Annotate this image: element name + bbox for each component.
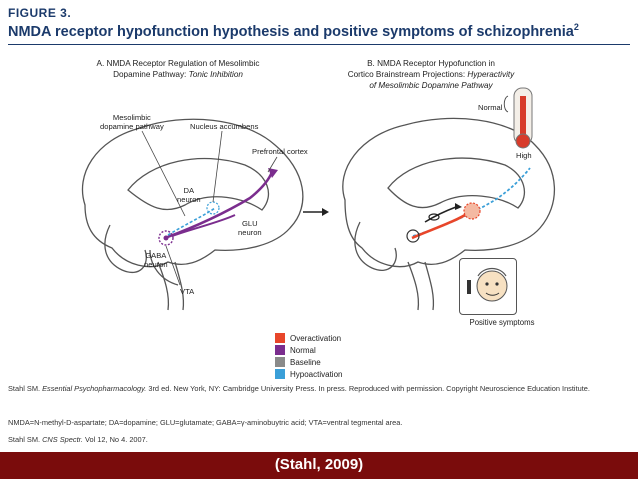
hypoactive-cortical-path	[412, 167, 531, 237]
leader-lines-a	[141, 130, 278, 286]
label-prefrontal-cortex: Prefrontal cortex	[252, 147, 308, 156]
thermometer-icon	[503, 87, 533, 149]
citation-text: (Stahl, 2009)	[274, 456, 364, 473]
footnote-abbreviations: NMDA=N-methyl-D-aspartate; DA=dopamine; …	[8, 418, 403, 427]
panel-a-title: A. NMDA Receptor Regulation of Mesolimbi…	[96, 59, 260, 79]
pathway-b	[406, 167, 531, 243]
footnote-reference: Stahl SM. Essential Psychopharmacology. …	[8, 384, 590, 393]
legend-swatch	[275, 333, 285, 343]
citation-bar: (Stahl, 2009)	[0, 452, 638, 479]
glu-projection	[171, 214, 236, 237]
legend-swatch	[275, 345, 285, 355]
figure-title: NMDA receptor hypofunction hypothesis an…	[8, 22, 579, 40]
vta-node	[158, 230, 174, 246]
title-divider	[8, 44, 630, 45]
footnote-source: Stahl SM. CNS Spectr. Vol 12, No 4. 2007…	[8, 435, 148, 444]
legend: Overactivation Normal Baseline Hypoactiv…	[275, 332, 342, 380]
da-projection	[167, 207, 216, 236]
face-icon	[467, 267, 508, 302]
legend-item-hypoactivation: Hypoactivation	[275, 368, 342, 380]
accumbens-overactive-node	[463, 202, 481, 220]
vta-b-node	[406, 229, 420, 243]
label-vta: VTA	[180, 287, 195, 296]
legend-item-normal: Normal	[275, 344, 342, 356]
panel-b-title: B. NMDA Receptor Hypofunction in Cortico…	[347, 59, 515, 90]
brain-a-outline	[81, 118, 304, 311]
legend-swatch	[275, 369, 285, 379]
legend-item-baseline: Baseline	[275, 356, 342, 368]
pathway-a	[158, 168, 278, 246]
legend-item-overactivation: Overactivation	[275, 332, 342, 344]
transition-arrow	[303, 208, 329, 216]
positive-symptoms-box	[459, 258, 517, 315]
figure-label: FIGURE 3.	[8, 6, 72, 20]
arrowhead-a	[268, 168, 278, 178]
legend-swatch	[275, 357, 285, 367]
mesolimbic-normal-path	[164, 171, 274, 240]
label-nucleus-accumbens: Nucleus accumbens	[190, 122, 259, 131]
dopamine-signal	[424, 206, 457, 223]
nucleus-accumbens-node	[206, 201, 220, 215]
overactive-mesolimbic-path	[411, 210, 471, 240]
label-positive-symptoms: Positive symptoms	[469, 318, 535, 327]
label-normal: Normal	[478, 103, 503, 112]
label-high: High	[516, 151, 532, 160]
brain-diagrams	[81, 87, 556, 311]
brain-b-outline	[342, 117, 556, 311]
gaba-dot	[163, 235, 169, 241]
